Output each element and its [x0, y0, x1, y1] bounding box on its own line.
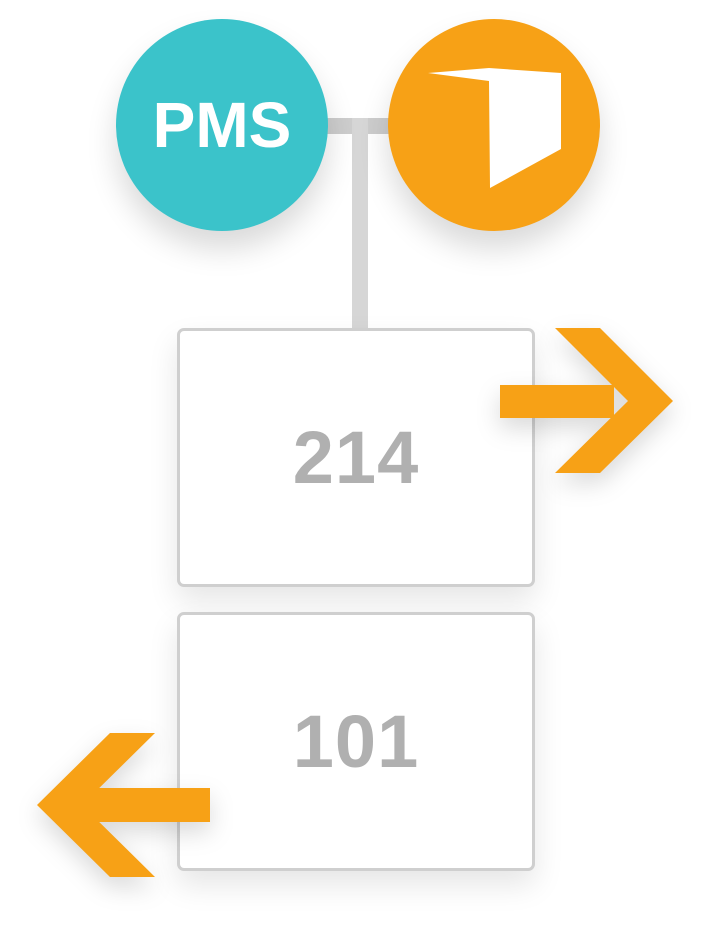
- brand-logo-node: [388, 19, 600, 231]
- room-number: 214: [292, 416, 420, 499]
- pms-node: PMS: [116, 19, 328, 231]
- brand-logo-icon: [428, 68, 561, 188]
- room-number: 101: [292, 700, 420, 783]
- vertical-connector: [352, 118, 368, 330]
- room-card-214: 214: [177, 328, 535, 587]
- arrow-right-icon: [500, 328, 673, 473]
- room-card-101: 101: [177, 612, 535, 871]
- pms-label: PMS: [152, 89, 292, 161]
- arrow-left-icon: [37, 733, 210, 877]
